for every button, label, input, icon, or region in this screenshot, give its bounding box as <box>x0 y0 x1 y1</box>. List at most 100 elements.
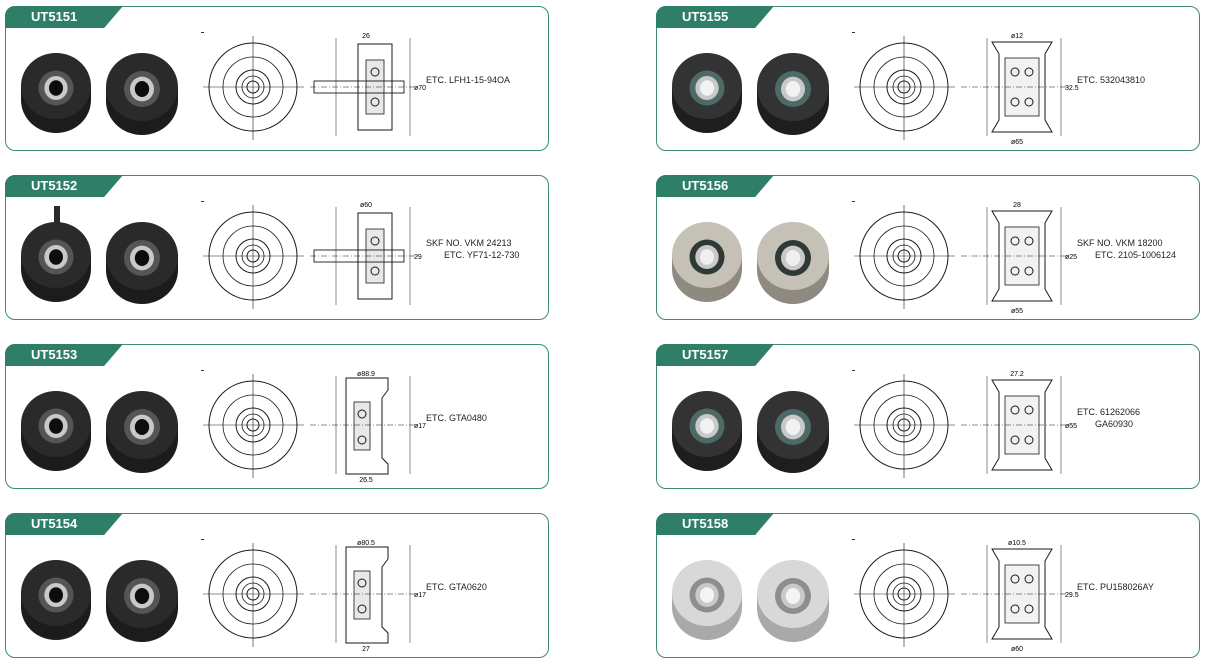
side-view: ø12 32.5 ø65 <box>957 32 1079 147</box>
product-photo <box>21 206 178 304</box>
side-view: 27.2 ø55 <box>957 370 1077 485</box>
product-card: UT5157 <box>656 344 1200 489</box>
side-section-drawing: ø88.9 ø17 26.5 <box>310 371 426 484</box>
dimension-label-2: ø17 <box>414 592 426 599</box>
side-view: ø60 29 <box>306 201 426 316</box>
dimension-label-2: 29.5 <box>1065 592 1079 599</box>
product-card: UT5155 <box>656 6 1200 151</box>
product-photos <box>16 206 186 316</box>
product-photo <box>672 222 829 304</box>
reference-line: ETC. GTA0620 <box>426 581 487 592</box>
front-view-drawing <box>854 36 955 140</box>
front-view <box>201 201 306 316</box>
product-photo <box>672 391 829 473</box>
front-view-drawing <box>854 205 955 309</box>
product-photos <box>16 375 186 485</box>
product-photos <box>16 37 186 147</box>
front-view-drawing <box>203 543 304 647</box>
dimension-label-1: 26 <box>362 33 370 40</box>
front-view <box>201 32 306 147</box>
product-code-tag: UT5157 <box>656 344 774 366</box>
product-card: UT5156 <box>656 175 1200 320</box>
dimension-label-1: ø80.5 <box>357 540 375 547</box>
side-section-drawing: 28 ø25 ø55 <box>961 202 1077 315</box>
product-card: UT5154 <box>5 513 549 658</box>
cross-reference-numbers: ETC. LFH1-15-94OA <box>426 7 550 152</box>
dimension-label-1: 27.2 <box>1010 371 1024 378</box>
drawing-marker <box>852 32 855 33</box>
product-card: UT5158 <box>656 513 1200 658</box>
front-view <box>201 539 306 654</box>
dimension-label-1: 28 <box>1013 202 1021 209</box>
dimension-label-1: ø12 <box>1011 33 1023 40</box>
product-photos <box>667 544 837 654</box>
dimension-label-2: ø25 <box>1065 254 1077 261</box>
dimension-label-2: ø55 <box>1065 423 1077 430</box>
product-photo <box>21 560 178 642</box>
side-section-drawing: ø80.5 ø17 27 <box>310 540 426 653</box>
product-photos <box>667 37 837 147</box>
side-section-drawing: 27.2 ø55 <box>961 371 1077 474</box>
product-photos <box>16 544 186 654</box>
front-view-drawing <box>203 36 304 140</box>
front-view <box>852 201 957 316</box>
side-view: ø88.9 ø17 26.5 <box>306 370 426 485</box>
product-card: UT5153 <box>5 344 549 489</box>
side-view: 26 ø70 <box>306 32 426 147</box>
product-photo <box>672 53 829 135</box>
reference-line: GA60930 <box>1095 418 1134 429</box>
front-view <box>852 32 957 147</box>
reference-line: ETC. LFH1-15-94OA <box>426 74 511 85</box>
front-view <box>852 370 957 485</box>
front-view-drawing <box>203 205 304 309</box>
reference-line: SKF NO. VKM 24213 <box>426 237 512 248</box>
cross-reference-numbers: ETC. GTA0620 <box>426 514 550 659</box>
drawing-marker <box>852 539 855 540</box>
side-section-drawing: 26 ø70 <box>310 33 426 136</box>
cross-reference-numbers: ETC. PU158026AY <box>1077 514 1201 659</box>
dimension-label-3: 26.5 <box>359 477 373 484</box>
product-code-tag: UT5151 <box>5 6 123 28</box>
dimension-label-2: ø17 <box>414 423 426 430</box>
side-view: ø10.5 29.5 ø60 <box>957 539 1079 654</box>
product-photos <box>667 375 837 485</box>
dimension-label-1: ø10.5 <box>1008 540 1026 547</box>
side-section-drawing: ø60 29 <box>310 202 422 305</box>
product-code-tag: UT5156 <box>656 175 774 197</box>
side-view: 28 ø25 ø55 <box>957 201 1077 316</box>
dimension-label-1: ø88.9 <box>357 371 375 378</box>
cross-reference-numbers: ETC. 532043810 <box>1077 7 1201 152</box>
product-card: UT5151 <box>5 6 549 151</box>
drawing-marker <box>201 539 204 540</box>
drawing-marker <box>201 32 204 33</box>
front-view <box>201 370 306 485</box>
front-view-drawing <box>854 543 955 647</box>
drawing-marker <box>201 201 204 202</box>
product-code-tag: UT5152 <box>5 175 123 197</box>
dimension-label-2: ø70 <box>414 85 426 92</box>
cross-reference-numbers: ETC. GTA0480 <box>426 345 550 490</box>
dimension-label-3: ø65 <box>1011 139 1023 146</box>
side-section-drawing: ø10.5 29.5 ø60 <box>961 540 1079 653</box>
dimension-label-3: ø55 <box>1011 308 1023 315</box>
reference-line: ETC. PU158026AY <box>1077 581 1154 592</box>
dimension-label-3: ø60 <box>1011 646 1023 653</box>
product-card: UT5152 <box>5 175 549 320</box>
product-photos <box>667 206 837 316</box>
dimension-label-1: ø60 <box>360 202 372 209</box>
side-view: ø80.5 ø17 27 <box>306 539 426 654</box>
product-code-tag: UT5154 <box>5 513 123 535</box>
front-view-drawing <box>854 374 955 478</box>
drawing-marker <box>201 370 204 371</box>
product-photo <box>672 560 829 642</box>
product-code-tag: UT5158 <box>656 513 774 535</box>
dimension-label-3: 27 <box>362 646 370 653</box>
dimension-label-2: 32.5 <box>1065 85 1079 92</box>
reference-line: SKF NO. VKM 18200 <box>1077 237 1163 248</box>
drawing-marker <box>852 201 855 202</box>
drawing-marker <box>852 370 855 371</box>
front-view <box>852 539 957 654</box>
